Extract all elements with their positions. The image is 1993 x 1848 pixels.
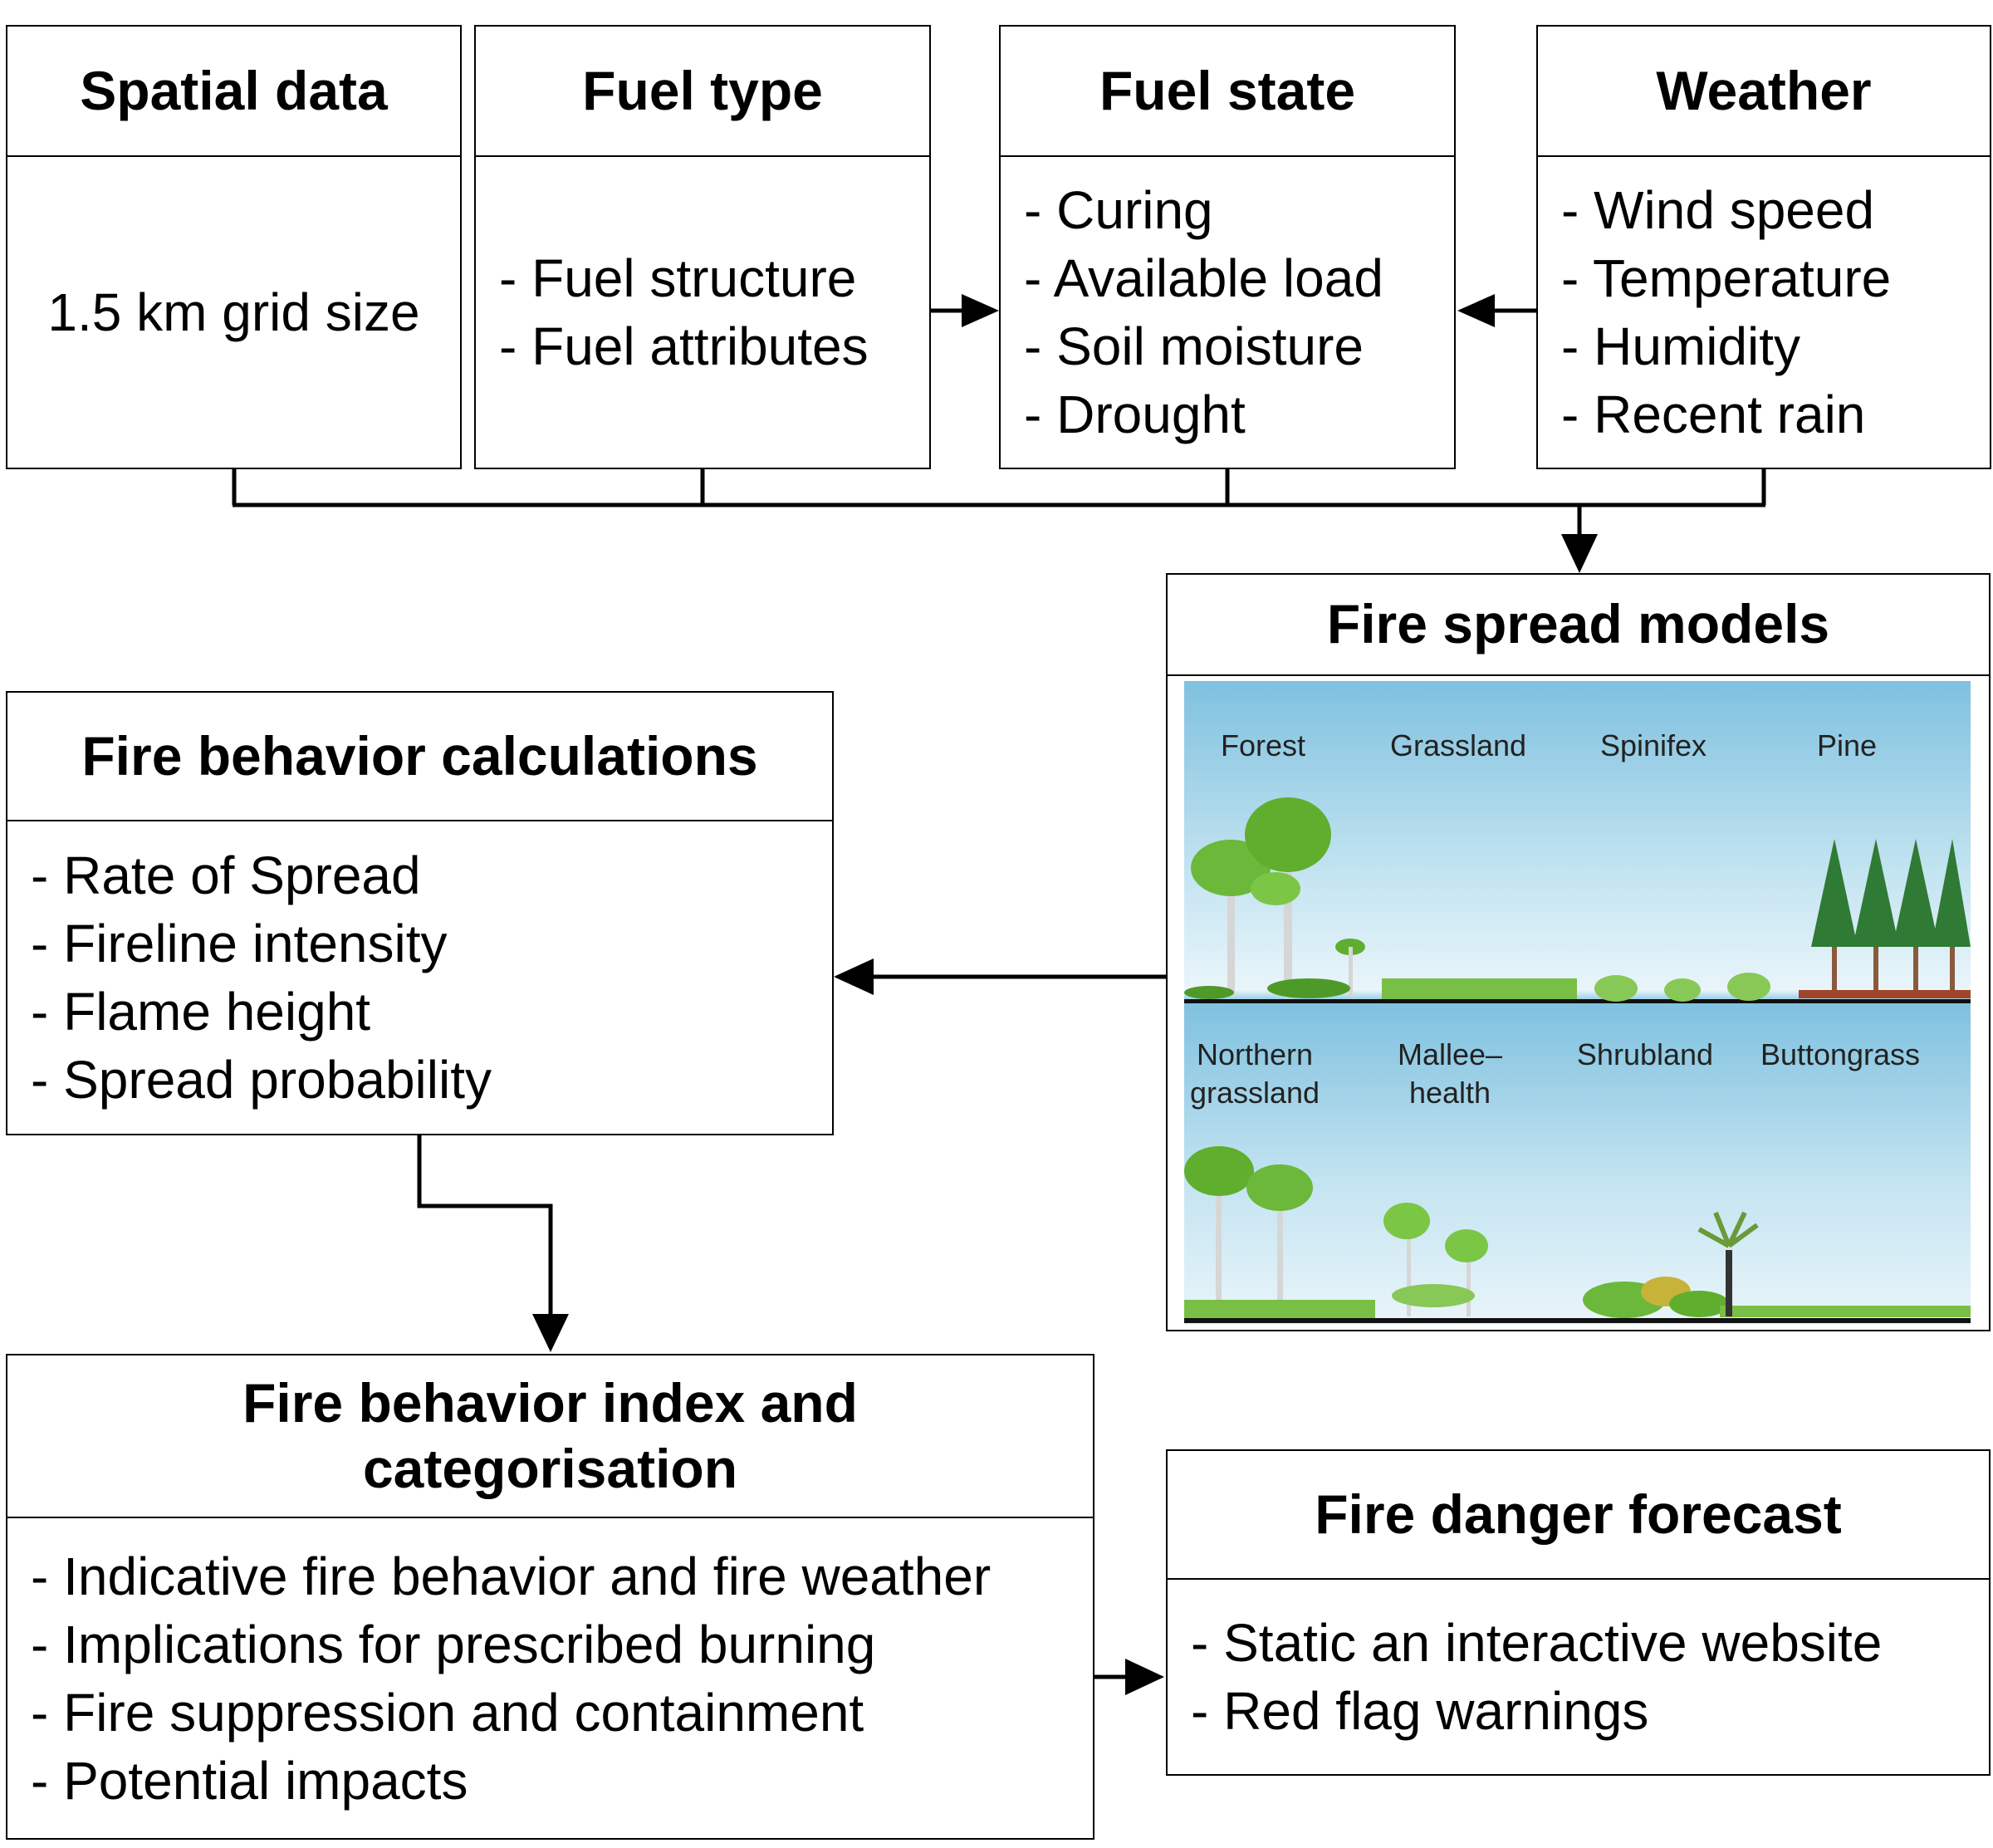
list-item: - Soil moisture — [1024, 316, 1364, 376]
fuel-label-northern-grassland: Northern grassland — [1189, 1037, 1320, 1110]
fire-behavior-index-title-line1: Fire behavior index and — [242, 1371, 858, 1434]
list-item: - Temperature — [1561, 248, 1892, 308]
pine-trees-icon — [1799, 839, 1971, 998]
list-item: - Rate of Spread — [31, 846, 421, 905]
list-item: - Humidity — [1561, 316, 1801, 376]
list-item: - Implications for prescribed burning — [31, 1614, 876, 1674]
spatial-data-title: Spatial data — [7, 27, 460, 157]
list-item: - Spread probability — [31, 1050, 492, 1110]
fire-behavior-index-box: Fire behavior index and categorisation -… — [6, 1354, 1094, 1840]
shrubland-icon — [1583, 1277, 1729, 1318]
list-item: - Available load — [1024, 248, 1383, 308]
fire-spread-models-title: Fire spread models — [1168, 575, 1989, 676]
list-item: - Potential impacts — [31, 1750, 468, 1811]
fuel-state-title: Fuel state — [1001, 27, 1454, 157]
fuel-state-list: - Curing - Available load - Soil moistur… — [1001, 157, 1454, 468]
fuel-label-shrubland: Shrubland — [1576, 1037, 1714, 1071]
spatial-data-item: 1.5 km grid size — [47, 282, 420, 342]
fire-danger-forecast-box: Fire danger forecast - Static an interac… — [1166, 1449, 1991, 1776]
fuel-type-title: Fuel type — [476, 27, 929, 157]
list-item: - Static an interactive website — [1191, 1613, 1883, 1673]
list-item: - Fuel attributes — [499, 316, 869, 376]
arrow-index-to-forecast — [1094, 1659, 1164, 1695]
fire-behavior-calculations-title: Fire behavior calculations — [7, 693, 832, 821]
arrow-fueltype-to-fuelstate — [930, 294, 999, 327]
list-item: - Flame height — [31, 982, 371, 1042]
forest-trees-icon — [1184, 797, 1365, 999]
fuel-label-buttongrass: Buttongrass — [1760, 1037, 1921, 1071]
fuel-types-artwork — [1184, 797, 1971, 1323]
inputs-merge-bracket — [232, 468, 1766, 538]
buttongrass-icon — [1697, 1211, 1971, 1317]
list-item: - Recent rain — [1561, 385, 1866, 444]
spatial-data-body: 1.5 km grid size — [7, 157, 460, 468]
northern-grassland-icon — [1184, 1146, 1375, 1318]
fire-behavior-calculations-list: - Rate of Spread - Fireline intensity - … — [7, 821, 832, 1134]
arrow-spread-to-calculations — [834, 958, 1167, 995]
list-item: - Red flag warnings — [1191, 1681, 1649, 1741]
list-item: - Fuel structure — [499, 248, 857, 308]
list-item: - Wind speed — [1561, 180, 1875, 240]
fuel-label-grassland: Grassland — [1389, 728, 1527, 762]
weather-list: - Wind speed - Temperature - Humidity - … — [1538, 157, 1990, 468]
fire-behavior-index-title-line2: categorisation — [362, 1438, 738, 1499]
arrow-to-fire-spread-models — [1561, 534, 1598, 573]
list-item: - Drought — [1024, 385, 1246, 444]
fire-behavior-index-list: - Indicative fire behavior and fire weat… — [7, 1518, 1093, 1838]
weather-title: Weather — [1538, 27, 1990, 157]
fuel-label-spinifex: Spinifex — [1599, 728, 1707, 762]
arrow-weather-to-fuelstate — [1457, 294, 1538, 327]
fuel-type-list: - Fuel structure - Fuel attributes — [476, 157, 929, 468]
mallee-heath-icon — [1383, 1203, 1488, 1316]
list-item: - Curing — [1024, 180, 1213, 240]
fuel-label-pine: Pine — [1816, 728, 1878, 762]
spinifex-icon — [1594, 973, 1770, 1002]
fuel-state-box: Fuel state - Curing - Available load - S… — [999, 25, 1456, 469]
weather-box: Weather - Wind speed - Temperature - Hum… — [1536, 25, 1991, 469]
fire-behavior-index-title: Fire behavior index and categorisation — [7, 1355, 1093, 1518]
fuel-types-illustration: Forest Grassland Spinifex Pine Northern … — [1184, 681, 1971, 1325]
list-item: - Fire suppression and containment — [31, 1682, 864, 1743]
fire-danger-forecast-title: Fire danger forecast — [1168, 1451, 1989, 1580]
arrow-calculations-to-index — [417, 1134, 569, 1352]
fuel-label-mallee-health: Mallee–health — [1397, 1037, 1503, 1110]
fuel-label-forest: Forest — [1220, 728, 1306, 762]
fire-behavior-calculations-box: Fire behavior calculations - Rate of Spr… — [6, 691, 834, 1135]
fire-danger-forecast-list: - Static an interactive website - Red fl… — [1168, 1580, 1989, 1774]
spatial-data-box: Spatial data 1.5 km grid size — [6, 25, 462, 469]
list-item: - Indicative fire behavior and fire weat… — [31, 1546, 992, 1606]
fuel-type-box: Fuel type - Fuel structure - Fuel attrib… — [474, 25, 931, 469]
grassland-icon — [1382, 978, 1577, 999]
list-item: - Fireline intensity — [31, 914, 448, 973]
